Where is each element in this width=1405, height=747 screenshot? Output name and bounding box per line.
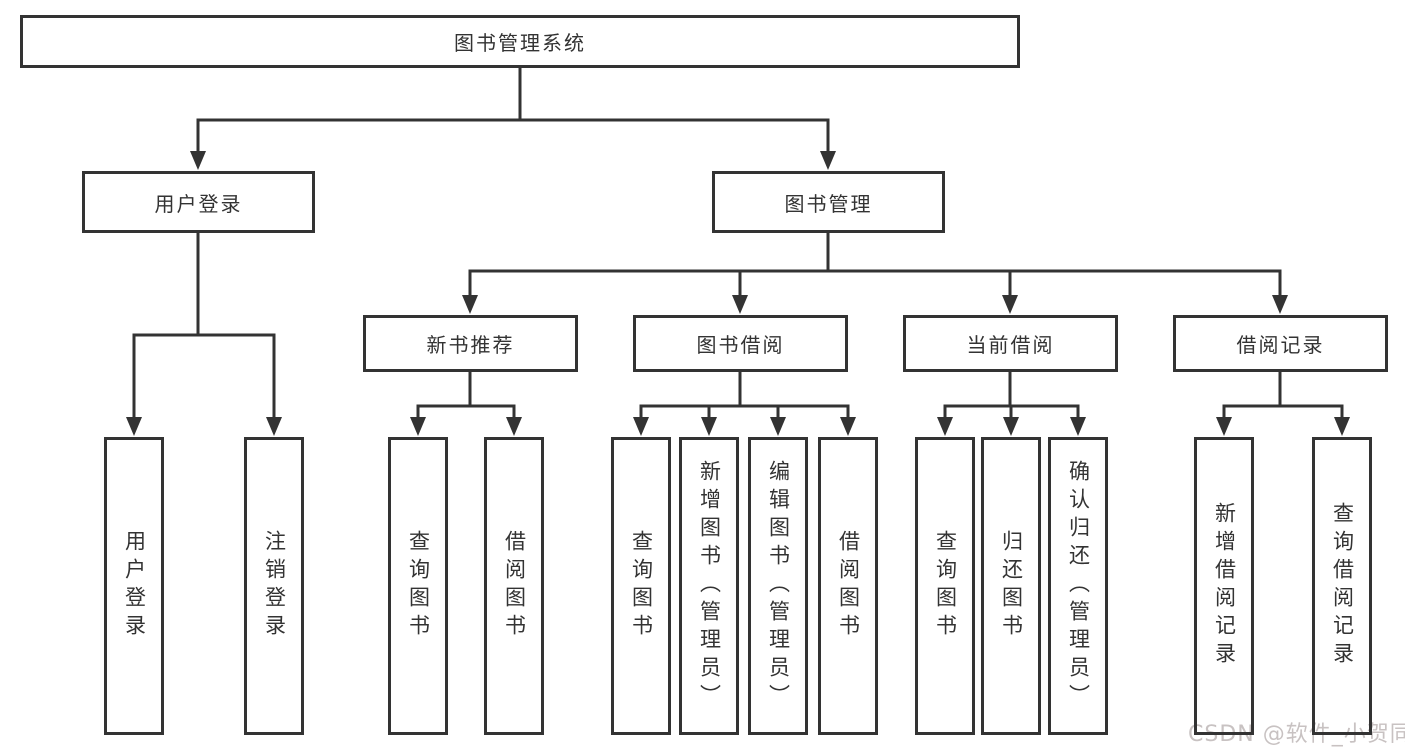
- node-label: 查询图书: [406, 530, 431, 642]
- leaf-borrow-books: 借阅图书: [818, 437, 878, 735]
- node-label: 借阅图书: [836, 530, 861, 642]
- leaf-return-book: 归还图书: [981, 437, 1041, 735]
- node-label: 借阅图书: [502, 530, 527, 642]
- node-book-borrow: 图书借阅: [633, 315, 848, 372]
- branch-root: [190, 64, 836, 170]
- node-label: 当前借阅: [966, 333, 1055, 357]
- node-label: 编辑图书（管理员）: [766, 460, 791, 712]
- leaf-query-books-current: 查询图书: [915, 437, 975, 735]
- node-label: 确认归还（管理员）: [1066, 460, 1091, 712]
- csdn-watermark: CSDN @软件_小贺同学: [1188, 722, 1405, 747]
- leaf-logout: 注销登录: [244, 437, 304, 735]
- node-book-management: 图书管理: [712, 171, 945, 233]
- leaf-edit-book-admin: 编辑图书（管理员）: [748, 437, 808, 735]
- node-label: 借阅记录: [1236, 333, 1325, 357]
- node-label: 新书推荐: [426, 333, 515, 357]
- node-label: 用户登录: [122, 530, 147, 642]
- leaf-borrow-books-recommend: 借阅图书: [484, 437, 544, 735]
- node-label: 查询借阅记录: [1330, 502, 1355, 670]
- node-label: 图书管理系统: [454, 31, 586, 55]
- leaf-confirm-return-admin: 确认归还（管理员）: [1048, 437, 1108, 735]
- node-user-login: 用户登录: [82, 171, 315, 233]
- node-label: 图书管理: [784, 191, 873, 216]
- node-borrow-records: 借阅记录: [1173, 315, 1388, 372]
- branch-new-book-recommend: [410, 370, 522, 436]
- node-label: 注销登录: [262, 530, 287, 642]
- leaf-query-books-borrow: 查询图书: [611, 437, 671, 735]
- leaf-query-borrow-record: 查询借阅记录: [1312, 437, 1372, 735]
- leaf-query-books-recommend: 查询图书: [388, 437, 448, 735]
- node-label: 归还图书: [999, 530, 1024, 642]
- branch-current-borrow: [937, 370, 1086, 436]
- branch-user-login: [126, 231, 282, 436]
- branch-book-borrow: [633, 370, 856, 436]
- node-label: 图书借阅: [696, 333, 785, 357]
- node-label: 查询图书: [629, 530, 654, 642]
- leaf-add-borrow-record: 新增借阅记录: [1194, 437, 1254, 735]
- branch-borrow-records: [1216, 370, 1350, 436]
- node-label: 查询图书: [933, 530, 958, 642]
- leaf-user-login: 用户登录: [104, 437, 164, 735]
- node-label: 新增图书（管理员）: [697, 460, 722, 712]
- node-new-book-recommend: 新书推荐: [363, 315, 578, 372]
- leaf-add-book-admin: 新增图书（管理员）: [679, 437, 739, 735]
- node-label: 新增借阅记录: [1212, 502, 1237, 670]
- node-current-borrow: 当前借阅: [903, 315, 1118, 372]
- node-root-system: 图书管理系统: [20, 15, 1020, 68]
- node-label: 用户登录: [154, 191, 243, 216]
- branch-book-management: [462, 231, 1288, 314]
